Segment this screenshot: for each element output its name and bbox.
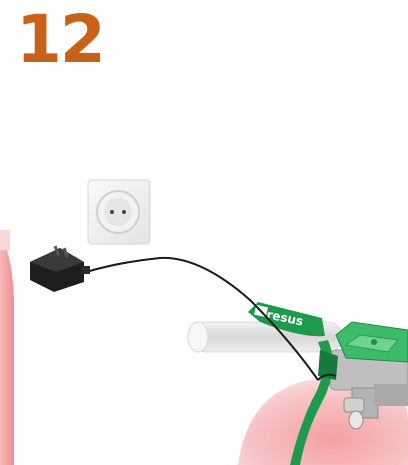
wall-socket [88, 180, 150, 244]
green-meter-device [336, 322, 408, 362]
power-adapter-plug [30, 246, 90, 292]
left-gas-cylinder [0, 230, 14, 465]
